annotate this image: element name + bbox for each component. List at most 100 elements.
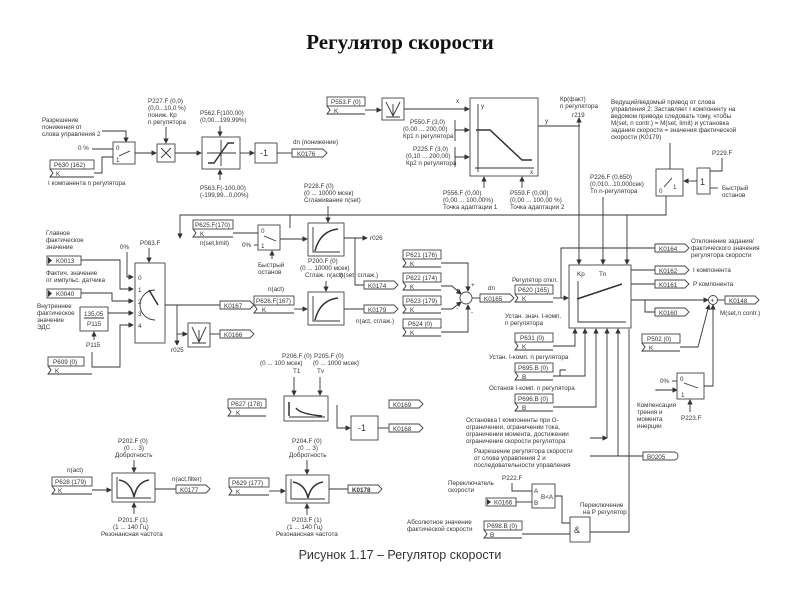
svg-text:(1 ... 140 Гц): (1 ... 140 Гц) xyxy=(287,524,323,531)
connector-p629[interactable]: P629 (177) K xyxy=(228,477,270,496)
svg-text:(0,00...199,99%): (0,00...199,99%) xyxy=(200,117,247,124)
connector-p695[interactable]: P695.B (0) B xyxy=(514,362,554,381)
connector-p698[interactable]: P698.B (0) B xyxy=(483,520,523,539)
svg-text:(0,00 ... 100,00 %): (0,00 ... 100,00 %) xyxy=(510,197,562,204)
connector-k0165[interactable]: K0165 xyxy=(479,293,515,303)
p204-label: P204.F (0) (0 ... 3) Добротность xyxy=(289,438,327,459)
svg-text:Сглаживание n(set): Сглаживание n(set) xyxy=(304,197,361,204)
connector-k0176[interactable]: K0176 xyxy=(291,148,328,158)
abs-value-block-mid xyxy=(187,322,211,348)
connector-k0164[interactable]: K0164 xyxy=(654,243,690,253)
invert-block-low: -1 xyxy=(350,415,379,441)
adaptation-block: y x xyxy=(469,97,539,177)
connector-k0166-low[interactable]: K0166 xyxy=(485,497,517,507)
connector-p624[interactable]: P624 (0) K xyxy=(402,318,442,337)
svg-text:0: 0 xyxy=(116,145,120,152)
svg-text:K0177: K0177 xyxy=(180,487,199,494)
svg-text:P621 (176): P621 (176) xyxy=(406,252,437,259)
nset-smooth-label: n(set, сглаж.) xyxy=(340,272,378,279)
connector-p631[interactable]: P631 (0) K xyxy=(514,332,554,351)
svg-text:T1: T1 xyxy=(293,368,301,375)
svg-text:K0162: K0162 xyxy=(659,268,678,275)
svg-text:135,05: 135,05 xyxy=(84,311,104,318)
figure-caption: Рисунок 1.17 – Регулятор скорости xyxy=(298,548,502,562)
svg-text:K: K xyxy=(55,368,60,375)
fast-stop-label-right: Быстрый останов xyxy=(722,184,749,199)
svg-text:на P регулятор: на P регулятор xyxy=(583,509,627,516)
connector-p627[interactable]: P627 (178) K xyxy=(227,398,267,417)
svg-text:K: K xyxy=(58,488,63,495)
connector-k0040[interactable]: K0040 xyxy=(46,288,82,299)
svg-text:P631 (0): P631 (0) xyxy=(520,335,544,342)
svg-text:(0 ... 10000 мсек): (0 ... 10000 мсек) xyxy=(304,190,353,197)
connector-p626[interactable]: P626.F(167) K xyxy=(253,295,295,314)
svg-text:Сглаж. n(act): Сглаж. n(act) xyxy=(305,272,343,279)
connector-k0174[interactable]: K0174 xyxy=(363,280,399,290)
connector-k0169[interactable]: K0169 xyxy=(388,399,424,409)
svg-text:пониж. Кр: пониж. Кр xyxy=(148,112,177,119)
connector-k0168[interactable]: K0168 xyxy=(388,423,424,433)
svg-text:1: 1 xyxy=(138,287,142,294)
svg-text:r219: r219 xyxy=(572,112,585,119)
connector-p623[interactable]: P623 (179) K xyxy=(402,295,442,314)
svg-text:1: 1 xyxy=(681,392,685,399)
connector-p621[interactable]: P621 (176) K xyxy=(402,249,442,268)
connector-p630[interactable]: P630 (162) K xyxy=(49,159,95,178)
svg-text:(0,0...10,0 %): (0,0...10,0 %) xyxy=(148,105,186,112)
connector-p620[interactable]: P620 (165) K xyxy=(514,284,554,303)
p550-label: P550.F (3,0) (0,00 ... 200,00) Кр1 n рег… xyxy=(403,119,454,140)
svg-text:Точка адаптации 2: Точка адаптации 2 xyxy=(510,204,565,211)
connector-k0178[interactable]: K0178 xyxy=(347,484,383,494)
connector-p625[interactable]: P625.F(170) K xyxy=(192,219,234,238)
connector-k0013[interactable]: K0013 xyxy=(46,255,82,266)
connector-p553[interactable]: P553.F (0) K xyxy=(326,96,366,115)
svg-text:P202.F (0): P202.F (0) xyxy=(118,438,148,445)
p222-label: P222.F xyxy=(502,475,522,482)
switch-reduction[interactable]: 01 xyxy=(112,141,136,165)
svg-text:Переключатель: Переключатель xyxy=(448,480,495,487)
switch-master-slave[interactable]: 01 xyxy=(655,168,684,197)
switch-friction[interactable]: 01 xyxy=(676,372,705,400)
svg-text:K: K xyxy=(410,307,415,314)
connector-k0148[interactable]: K0148 xyxy=(724,295,760,305)
connector-k0160[interactable]: K0160 xyxy=(654,307,690,317)
svg-text:K0040: K0040 xyxy=(56,291,75,298)
connector-p609[interactable]: P609 (0) K xyxy=(47,356,92,375)
svg-text:Абсолютное значение: Абсолютное значение xyxy=(407,518,472,526)
abs-speed-label: Абсолютное значение фактической скорости xyxy=(407,518,473,533)
svg-text:K: K xyxy=(410,261,415,268)
svg-text:(0 ... 1000 мсек): (0 ... 1000 мсек) xyxy=(313,360,359,367)
connector-b0205[interactable]: B0205 xyxy=(642,451,679,461)
svg-text:Tn n-регулятора: Tn n-регулятора xyxy=(590,188,638,195)
svg-text:1: 1 xyxy=(261,243,265,250)
svg-text:Быстрый: Быстрый xyxy=(258,261,285,269)
zero-pct-friction-label: 0% xyxy=(660,378,670,385)
svg-text:4: 4 xyxy=(138,323,142,330)
emf-actual-label: Внутреннее фактическое значение ЭДС xyxy=(37,303,75,331)
svg-text:(0 ... 10000 мсек): (0 ... 10000 мсек) xyxy=(300,265,349,272)
connector-p622[interactable]: P622 (174) K xyxy=(402,272,442,291)
svg-text:P553.F (0): P553.F (0) xyxy=(331,99,361,106)
connector-k0167[interactable]: K0167 xyxy=(219,300,255,310)
svg-text:(1 ... 140 Гц): (1 ... 140 Гц) xyxy=(113,524,149,531)
connector-k0162[interactable]: K0162 xyxy=(654,265,690,275)
svg-text:(0 ... 100 мсек): (0 ... 100 мсек) xyxy=(260,360,302,367)
p205-label: P205.F (0) (0 ... 1000 мсек) Tv xyxy=(313,353,359,375)
connector-k0161[interactable]: K0161 xyxy=(654,279,690,289)
svg-text:Tn: Tn xyxy=(599,271,607,278)
svg-text:P203.F (1): P203.F (1) xyxy=(292,517,322,524)
svg-text:K0176: K0176 xyxy=(297,151,316,158)
connector-p696[interactable]: P696.B (0) B xyxy=(514,393,554,412)
switch-fast-stop[interactable]: 01 xyxy=(257,224,281,251)
svg-text:1: 1 xyxy=(116,157,120,164)
nact-low-label: n(act) xyxy=(67,467,83,474)
svg-text:K0160: K0160 xyxy=(659,310,678,317)
connector-p502[interactable]: P502 (0) K xyxy=(641,333,681,352)
connector-k0166-mid[interactable]: K0166 xyxy=(219,329,255,339)
connector-k0177[interactable]: K0177 xyxy=(175,484,211,494)
zero-pct-label: 0 % xyxy=(78,145,89,152)
svg-text:задания скорости = значения фа: задания скорости = значения фактической xyxy=(611,126,737,134)
connector-k0179[interactable]: K0179 xyxy=(363,304,399,314)
connector-p628[interactable]: P628 (179) K xyxy=(51,476,93,495)
p563-label: P563.F(-100,00) (-199,99...0,00%) xyxy=(200,185,249,199)
